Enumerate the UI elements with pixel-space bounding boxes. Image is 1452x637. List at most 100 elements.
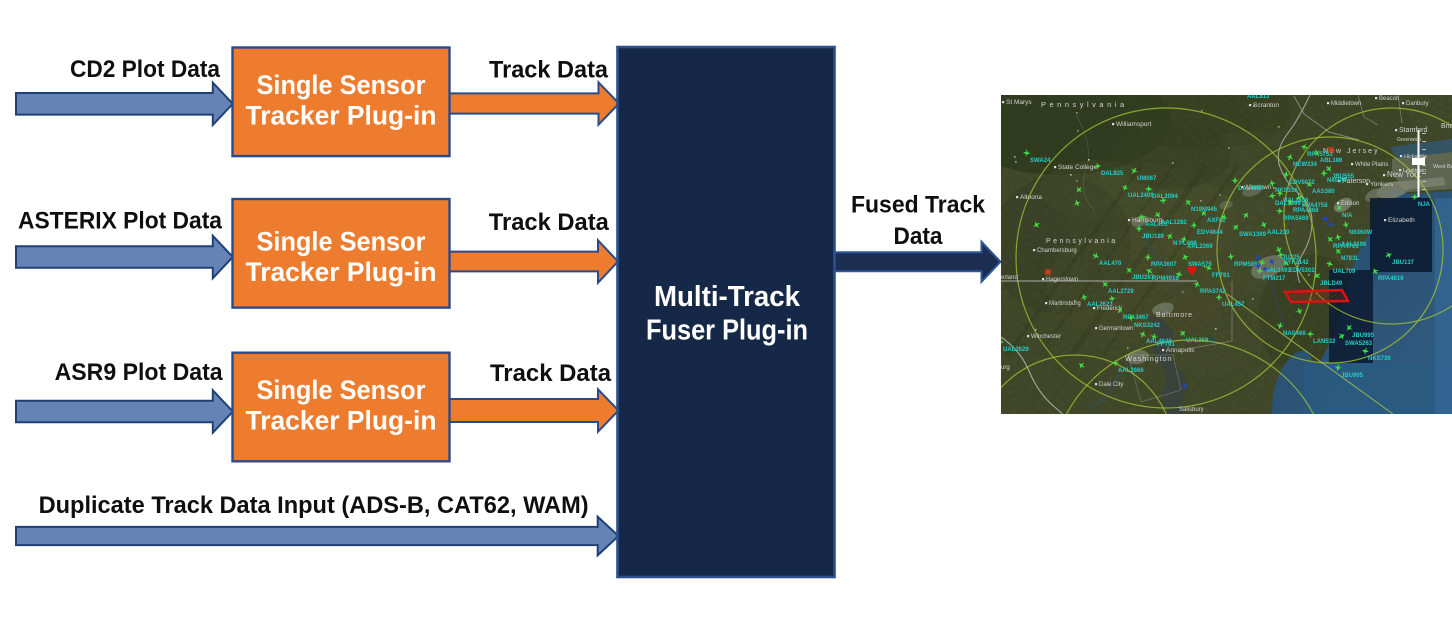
svg-text:Levittown: Levittown xyxy=(1403,168,1426,174)
svg-text:NKS316: NKS316 xyxy=(1275,188,1298,194)
svg-text:Brid: Brid xyxy=(1441,123,1452,130)
svg-text:UAL457: UAL457 xyxy=(1222,302,1245,308)
svg-text:Pennsylvania: Pennsylvania xyxy=(1041,100,1128,109)
svg-text:Tracker Plug-in: Tracker Plug-in xyxy=(246,101,437,131)
svg-text:Germantown: Germantown xyxy=(1099,326,1133,332)
svg-text:Tracker Plug-in: Tracker Plug-in xyxy=(246,257,437,287)
svg-text:Winchester: Winchester xyxy=(1031,334,1061,340)
svg-text:Washington: Washington xyxy=(1125,354,1172,363)
svg-text:AAL4640: AAL4640 xyxy=(1146,339,1172,345)
svg-text:AAL2666: AAL2666 xyxy=(1118,368,1144,374)
svg-text:DAL1369: DAL1369 xyxy=(1275,201,1301,207)
svg-text:Track Data: Track Data xyxy=(490,360,611,387)
svg-text:Multi-Track: Multi-Track xyxy=(654,281,801,313)
svg-text:JBU555: JBU555 xyxy=(1332,174,1355,180)
svg-text:State College: State College xyxy=(1058,164,1097,171)
svg-text:White Plains: White Plains xyxy=(1355,162,1388,168)
svg-text:AAL1196: AAL1196 xyxy=(1341,242,1367,248)
svg-text:Track Data: Track Data xyxy=(489,57,608,84)
svg-text:Single Sensor: Single Sensor xyxy=(257,375,426,405)
svg-text:AXF82: AXF82 xyxy=(1207,218,1226,224)
svg-text:JBLD49: JBLD49 xyxy=(1320,281,1343,287)
svg-text:Yonkers: Yonkers xyxy=(1370,181,1394,188)
svg-text:RPA5753: RPA5753 xyxy=(1307,152,1333,158)
svg-text:SWA5263: SWA5263 xyxy=(1345,341,1373,347)
svg-text:ETF2142: ETF2142 xyxy=(1284,260,1309,266)
svg-text:AAL1493: AAL1493 xyxy=(1265,268,1291,274)
svg-text:Harrisburg: Harrisburg xyxy=(1132,217,1163,224)
svg-text:Hicksville: Hicksville xyxy=(1404,154,1427,160)
svg-text:ABL186: ABL186 xyxy=(1320,158,1343,164)
svg-text:UAL2409: UAL2409 xyxy=(1128,193,1154,199)
svg-text:JBU905: JBU905 xyxy=(1341,373,1364,379)
svg-text:EDV5072: EDV5072 xyxy=(1289,180,1315,186)
svg-text:JBU287: JBU287 xyxy=(1132,275,1155,281)
svg-text:UM067: UM067 xyxy=(1137,176,1157,182)
svg-text:UAL2629: UAL2629 xyxy=(1003,347,1029,353)
svg-text:NAS468: NAS468 xyxy=(1283,331,1306,337)
svg-text:EDV5302: EDV5302 xyxy=(1289,268,1315,274)
svg-text:N19M945: N19M945 xyxy=(1191,207,1218,213)
svg-text:Fused Track: Fused Track xyxy=(851,192,985,219)
svg-text:Danbury: Danbury xyxy=(1406,101,1429,107)
svg-text:UAL709: UAL709 xyxy=(1333,269,1356,275)
svg-text:AAL230: AAL230 xyxy=(1267,230,1290,236)
svg-text:Data: Data xyxy=(894,223,943,250)
svg-text:N/A: N/A xyxy=(1342,213,1353,219)
svg-text:Dale City: Dale City xyxy=(1099,382,1123,388)
svg-text:N450W: N450W xyxy=(1327,178,1347,184)
svg-text:FFT91: FFT91 xyxy=(1212,273,1230,279)
svg-text:West Bab: West Bab xyxy=(1433,164,1452,170)
svg-text:RPM585: RPM585 xyxy=(1234,262,1258,268)
svg-text:NKS3242: NKS3242 xyxy=(1134,323,1161,329)
svg-text:urg: urg xyxy=(1001,365,1010,371)
svg-text:New York: New York xyxy=(1387,170,1422,179)
svg-text:DAL1914: DAL1914 xyxy=(1238,186,1264,192)
svg-text:Pennsylvania: Pennsylvania xyxy=(1046,238,1118,245)
svg-text:NJA: NJA xyxy=(1418,202,1431,208)
svg-text:SWA575: SWA575 xyxy=(1188,262,1212,268)
svg-text:RPA4816: RPA4816 xyxy=(1378,276,1404,282)
svg-text:Martinsburg: Martinsburg xyxy=(1049,301,1081,307)
svg-text:Allentown: Allentown xyxy=(1245,185,1271,191)
svg-text:Single Sensor: Single Sensor xyxy=(257,70,426,100)
svg-text:N783L: N783L xyxy=(1341,256,1359,262)
svg-text:Frederick: Frederick xyxy=(1097,306,1123,312)
svg-text:UAL258: UAL258 xyxy=(1186,338,1209,344)
svg-text:RPA4791: RPA4791 xyxy=(1333,244,1359,250)
svg-text:SWA24: SWA24 xyxy=(1030,158,1051,164)
svg-text:AAL2623: AAL2623 xyxy=(1087,302,1113,308)
svg-text:RPA5742: RPA5742 xyxy=(1200,289,1226,295)
svg-text:ASR9 Plot Data: ASR9 Plot Data xyxy=(55,359,223,386)
svg-text:RPA3467: RPA3467 xyxy=(1123,315,1149,321)
svg-text:Chambersburg: Chambersburg xyxy=(1037,248,1077,254)
svg-text:ASTERIX Plot Data: ASTERIX Plot Data xyxy=(18,208,222,235)
svg-text:Baltimore: Baltimore xyxy=(1156,312,1193,319)
svg-text:Paterson: Paterson xyxy=(1342,178,1370,185)
svg-text:FTM217: FTM217 xyxy=(1263,276,1286,282)
svg-text:Beacon: Beacon xyxy=(1379,96,1399,102)
svg-text:Edison: Edison xyxy=(1341,201,1359,207)
svg-text:Greenwich: Greenwich xyxy=(1397,137,1421,143)
svg-text:CD2 Plot Data: CD2 Plot Data xyxy=(70,56,220,83)
svg-text:Duplicate Track Data Input (AD: Duplicate Track Data Input (ADS-B, CAT62… xyxy=(39,492,589,519)
svg-text:AAS380: AAS380 xyxy=(1312,189,1335,195)
svg-text:AAL1282: AAL1282 xyxy=(1161,220,1187,226)
svg-text:Hagerstown: Hagerstown xyxy=(1046,277,1078,283)
svg-text:Williamsport: Williamsport xyxy=(1116,121,1152,128)
svg-text:JBU137: JBU137 xyxy=(1392,260,1415,266)
svg-text:Salisbury: Salisbury xyxy=(1179,407,1204,413)
svg-text:UAL1108: UAL1108 xyxy=(1283,198,1309,204)
svg-text:DAL825: DAL825 xyxy=(1101,171,1124,177)
svg-text:AAL455: AAL455 xyxy=(1145,222,1168,228)
svg-text:AAL2369: AAL2369 xyxy=(1187,244,1213,250)
svg-text:EDV4644: EDV4644 xyxy=(1197,230,1223,236)
svg-text:Scranton: Scranton xyxy=(1253,102,1279,109)
svg-text:St Marys: St Marys xyxy=(1006,99,1032,106)
svg-text:LAN532: LAN532 xyxy=(1313,339,1336,345)
svg-text:RPA4868: RPA4868 xyxy=(1293,208,1319,214)
svg-text:AAL2729: AAL2729 xyxy=(1108,289,1134,295)
svg-text:JBU189: JBU189 xyxy=(1142,234,1165,240)
svg-text:RPM4918: RPM4918 xyxy=(1152,276,1179,282)
svg-text:Track Data: Track Data xyxy=(489,209,609,236)
